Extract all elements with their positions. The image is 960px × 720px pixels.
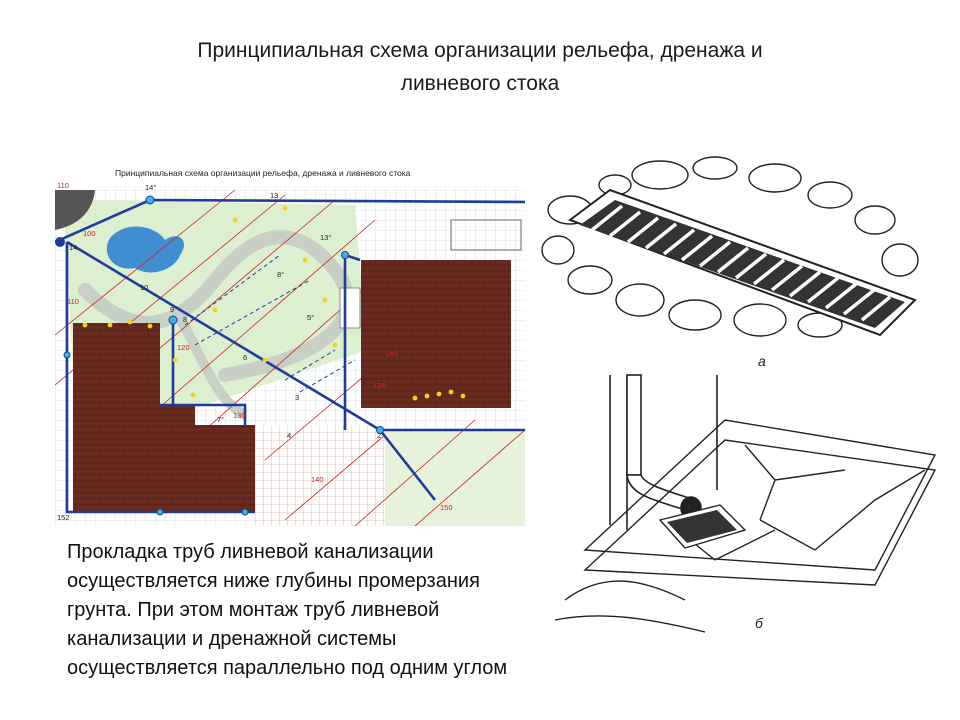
lawn-area-east [385,430,525,526]
label-2: 2 [377,431,381,440]
garden-lights [82,205,466,401]
label-130: 130 [233,411,246,420]
downpipe-sketch: б [545,370,945,640]
site-plan-diagram: Принципиальная схема организации рельефа… [55,160,525,526]
label-3: 3 [295,393,299,402]
label-14s: 14° [145,183,156,192]
slide-title: Принципиальная схема организации рельефа… [60,34,900,100]
label-6: 6 [243,353,247,362]
label-140: 140 [311,475,324,484]
label-150: 150 [440,503,453,512]
label-7s: 7° [217,415,224,424]
label-135: 135 [373,381,386,390]
label-5s: 5° [307,313,314,322]
pipe-nodes [63,195,384,516]
sketch-label-a: а [758,353,766,369]
storm-pipes [55,198,525,514]
label-8: 8 [183,315,187,324]
label-13s: 13° [320,233,331,242]
terrace [339,287,361,329]
slide-title-line-1: Принципиальная схема организации рельефа… [197,39,763,62]
label-14: 14 [69,243,77,252]
grate [567,188,917,337]
stones [541,156,919,338]
paving [554,419,937,633]
label-110b: 110 [67,297,79,306]
house-outline [450,219,522,251]
drain-grate-sketch: а [530,150,930,370]
plan-labels: 110 100 110 120 130 135 145 140 150 152 … [57,181,453,522]
label-145: 145 [385,349,398,358]
label-4: 4 [287,431,291,440]
label-110a: 110 [57,181,69,190]
rock-corner [55,190,95,230]
sketch-label-b: б [755,615,764,631]
plan-caption: Принципиальная схема организации рельефа… [115,168,411,178]
building-right [361,260,511,408]
building-left [73,323,255,512]
label-9: 9 [170,305,174,314]
label-120: 120 [177,343,190,352]
drain-grate-small [658,504,747,549]
outlet-node [55,237,65,247]
label-10: 10 [140,283,148,292]
garden-path [78,230,355,382]
pond [106,226,185,273]
downpipe [626,374,702,520]
slide-title-line-2: ливневого стока [400,72,560,95]
body-text: Прокладка труб ливневой канализации осущ… [67,541,508,679]
label-100: 100 [83,229,96,238]
paved-area [255,425,385,526]
label-8s: 8° [277,270,284,279]
garden-path-2 [170,307,248,420]
label-152: 152 [57,513,70,522]
label-13: 13 [270,191,278,200]
